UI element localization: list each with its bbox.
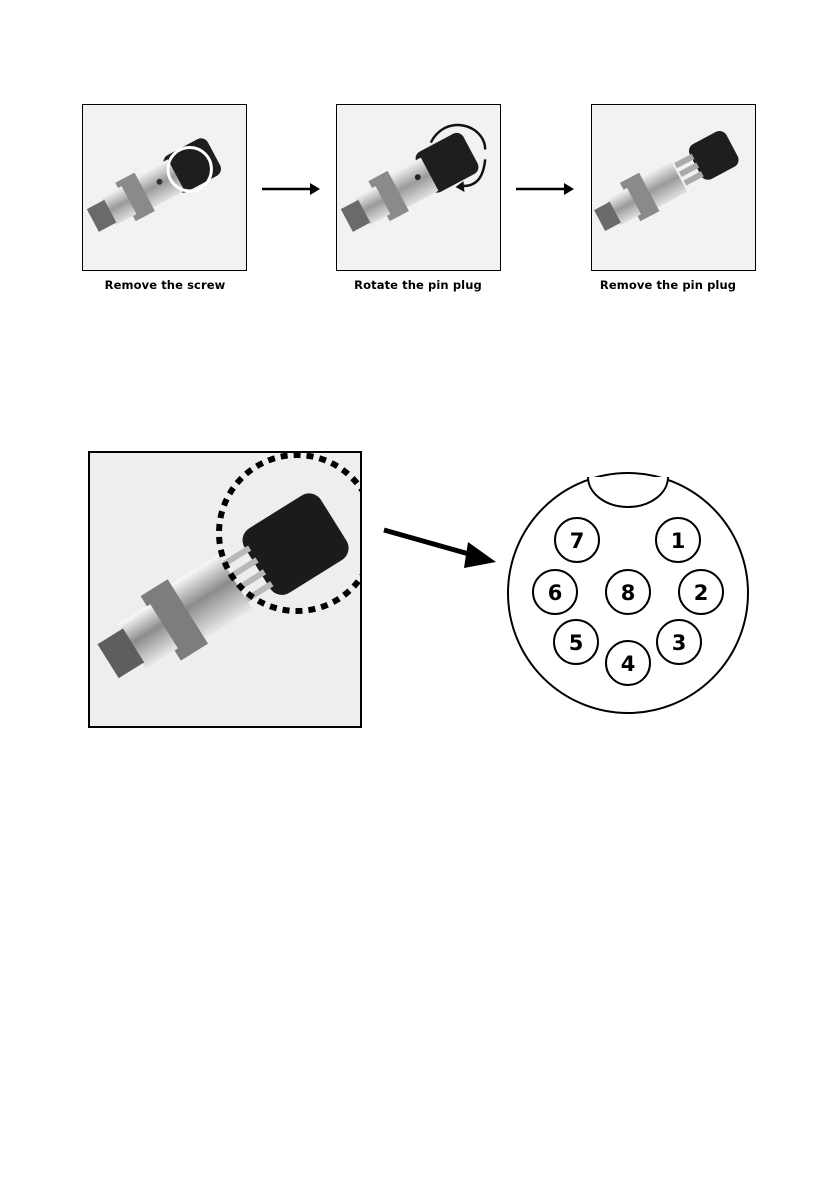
pin-label: 3 bbox=[672, 631, 687, 655]
pin-1: 1 bbox=[656, 518, 700, 562]
step-2-photo bbox=[336, 104, 501, 271]
pin-4: 4 bbox=[606, 641, 650, 685]
pin-layout-diagram: 1 2 3 4 5 6 7 8 bbox=[505, 470, 751, 716]
connector-rotate-image bbox=[337, 105, 500, 270]
connector-screw-image bbox=[83, 105, 246, 270]
pin-7: 7 bbox=[555, 518, 599, 562]
step-1-photo bbox=[82, 104, 247, 271]
pin-label: 6 bbox=[548, 581, 563, 605]
connector-pins-image bbox=[90, 453, 360, 726]
pin-8: 8 bbox=[606, 570, 650, 614]
pin-2: 2 bbox=[679, 570, 723, 614]
step-3-photo bbox=[591, 104, 756, 271]
pin-label: 2 bbox=[694, 581, 709, 605]
pin-label: 7 bbox=[570, 529, 585, 553]
connector-removed-image bbox=[592, 105, 755, 270]
connector-closeup-photo bbox=[88, 451, 362, 728]
step-3-caption: Remove the pin plug bbox=[568, 278, 768, 292]
pin-label: 8 bbox=[621, 581, 636, 605]
right-arrow-icon bbox=[260, 179, 322, 199]
pin-6: 6 bbox=[533, 570, 577, 614]
pin-label: 1 bbox=[671, 529, 686, 553]
pin-label: 4 bbox=[621, 652, 636, 676]
step-2-caption: Rotate the pin plug bbox=[318, 278, 518, 292]
zoom-arrow-icon bbox=[380, 520, 500, 570]
pin-label: 5 bbox=[569, 631, 584, 655]
step-1-caption: Remove the screw bbox=[65, 278, 265, 292]
pin-5: 5 bbox=[554, 620, 598, 664]
pin-3: 3 bbox=[657, 620, 701, 664]
right-arrow-icon bbox=[514, 179, 576, 199]
